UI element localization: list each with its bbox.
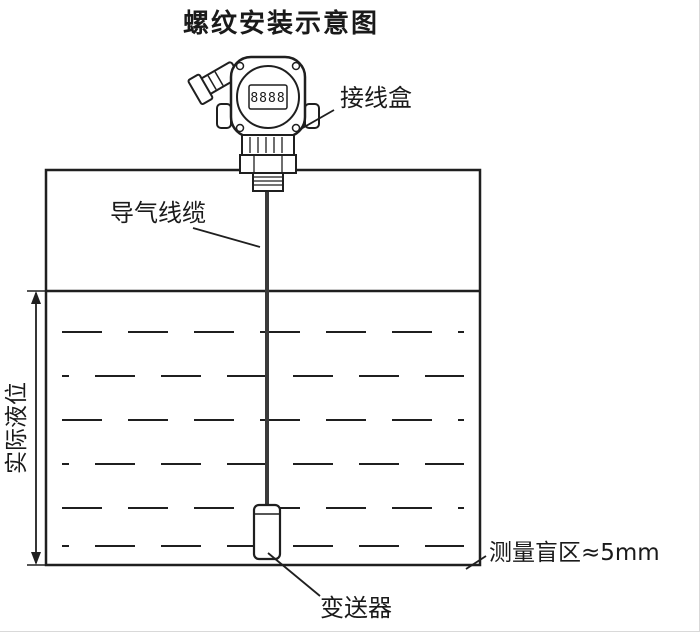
gland-ridge: [207, 75, 217, 90]
head-bolt: [291, 61, 301, 71]
lcd-digits: 8888: [250, 91, 285, 106]
page-title: 螺纹安装示意图: [183, 8, 379, 39]
junction-box-leader: [298, 109, 335, 131]
junction-box-label: 接线盒: [340, 84, 412, 112]
head-lug-left: [216, 103, 232, 129]
arrow-down-icon: [31, 552, 41, 565]
thread-section: [252, 172, 284, 192]
transmitter-label: 变送器: [320, 594, 392, 622]
head-bolt: [235, 123, 245, 133]
lcd-window: [248, 84, 288, 110]
arrow-up-icon: [31, 291, 41, 304]
mounting-stack: [239, 134, 297, 192]
head-bolt: [291, 123, 301, 133]
gland-nut: [187, 73, 214, 106]
gland-ridge: [214, 71, 224, 86]
tank-outline: [44, 168, 482, 567]
hex-nut: [239, 154, 297, 174]
actual-level-label: 实际液位: [4, 382, 30, 474]
transmitter-head: 8888: [187, 55, 320, 192]
thread-ridges: [254, 176, 282, 186]
air-cable-label: 导气线缆: [110, 199, 206, 227]
probe-body: [252, 503, 282, 561]
blind-zone-label: 测量盲区≈5mm: [489, 540, 660, 566]
transmitter-leader: [267, 552, 321, 597]
mount-plate-hatch: [249, 137, 283, 153]
head-bolt: [235, 61, 245, 71]
blind-zone-leader: [465, 555, 487, 570]
head-bezel: [236, 65, 300, 129]
air-cable-leader: [192, 227, 261, 248]
level-dimension: 实际液位: [4, 290, 46, 566]
